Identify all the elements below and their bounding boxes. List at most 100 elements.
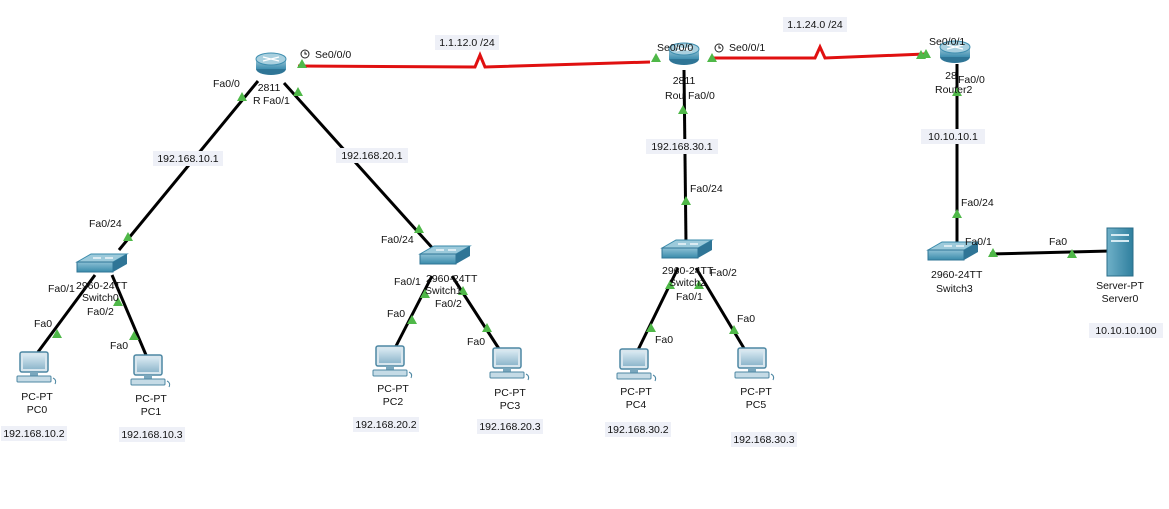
port-status-indicator [293, 87, 303, 96]
pc5-pc-icon[interactable] [734, 347, 775, 381]
pc3-name-label: PC3 [500, 400, 521, 412]
link-r0-sw1[interactable] [282, 81, 438, 254]
port-status-indicator [651, 53, 661, 62]
port-status-indicator [681, 196, 691, 205]
r2-router-icon[interactable] [939, 40, 971, 63]
sw0-switch-icon[interactable] [75, 253, 129, 273]
r0-serial-port-label: Se0/0/0 [315, 49, 351, 61]
pc3-fa0-port-label: Fa0 [467, 336, 485, 348]
pc2-model-label: PC-PT [377, 383, 409, 395]
r1-router-icon[interactable] [668, 42, 700, 65]
ip-label-server0-text: 10.10.10.100 [1095, 325, 1156, 337]
pc0-model-label: PC-PT [21, 391, 53, 403]
sw3-fa01-port-label: Fa0/1 [965, 236, 992, 248]
port-status-indicator [458, 286, 468, 295]
r0-fa00-port-label: Fa0/0 [213, 78, 240, 90]
r2-se001-port-label: Se0/0/1 [929, 36, 965, 48]
port-status-indicator [237, 92, 247, 101]
ip-label-r1-fa00: 192.168.30.1 [646, 139, 718, 154]
port-status-indicator [952, 87, 962, 96]
labels-layer: 2811R2811Rou28Router22960-24TTSwitch0296… [1, 17, 1163, 447]
port-status-indicator [52, 329, 62, 338]
sw0-model-label: 2960-24TT [76, 280, 128, 292]
link-sw2-pc4[interactable] [635, 267, 680, 353]
network-label-r0-r1: 1.1.12.0 /24 [435, 35, 499, 50]
sw1-switch-icon[interactable] [418, 245, 472, 265]
srv0-server-icon[interactable] [1106, 227, 1134, 277]
link-sw2-pc5[interactable] [694, 267, 750, 356]
r1-name-label: Rou [665, 90, 684, 102]
link-sw0-pc1[interactable] [110, 274, 148, 356]
ip-label-r2-fa00: 10.10.10.1 [921, 129, 985, 144]
pc4-model-label: PC-PT [620, 386, 652, 398]
ip-label-pc5-text: 192.168.30.3 [733, 434, 794, 446]
ip-label-pc0-text: 192.168.10.2 [3, 428, 64, 440]
sw2-fa01-port-label: Fa0/1 [676, 291, 703, 303]
pc0-pc-icon[interactable] [16, 351, 57, 385]
port-status-indicator [420, 289, 430, 298]
link-sw1-pc3[interactable] [450, 275, 505, 356]
sw3-model-label: 2960-24TT [931, 269, 983, 281]
devices-layer [16, 40, 1134, 388]
sw2-switch-icon[interactable] [660, 239, 714, 259]
port-status-indicator [414, 224, 424, 233]
ip-label-pc1: 192.168.10.3 [119, 427, 185, 442]
port-status-indicator [729, 325, 739, 334]
sw3-switch-icon[interactable] [926, 241, 980, 261]
serial-link-r1-r2[interactable] [714, 43, 926, 60]
port-status-indicator [407, 315, 417, 324]
pc2-fa0-port-label: Fa0 [387, 308, 405, 320]
sw2-fa024-port-label: Fa0/24 [690, 183, 723, 195]
ip-label-pc5: 192.168.30.3 [731, 432, 797, 447]
pc1-model-label: PC-PT [135, 393, 167, 405]
port-markers [52, 49, 1077, 340]
pc3-model-label: PC-PT [494, 387, 526, 399]
pc0-name-label: PC0 [27, 404, 48, 416]
link-sw1-pc2[interactable] [392, 275, 434, 351]
server0-fa0-port-label: Fa0 [1049, 236, 1067, 248]
port-status-indicator [646, 323, 656, 332]
r1-fa00-port-label: Fa0/0 [688, 90, 715, 102]
r1-se001-port-label: Se0/0/1 [729, 42, 765, 54]
pc1-pc-icon[interactable] [130, 354, 171, 388]
pc4-fa0-port-label: Fa0 [655, 334, 673, 346]
port-status-indicator [482, 323, 492, 332]
sw3-name-label: Switch3 [936, 283, 973, 295]
ip-label-pc4: 192.168.30.2 [605, 422, 671, 437]
sw0-fa024-port-label: Fa0/24 [89, 218, 122, 230]
clock-icon [714, 43, 724, 53]
ip-label-pc4-text: 192.168.30.2 [607, 424, 668, 436]
sw1-fa02-port-label: Fa0/2 [435, 298, 462, 310]
r0-model-label: 2811 [258, 82, 281, 94]
serial-link-r0-r1[interactable] [297, 51, 651, 69]
r0-router-icon[interactable] [255, 52, 287, 75]
sw1-fa01-port-label: Fa0/1 [394, 276, 421, 288]
sw2-fa02-port-label: Fa0/2 [710, 267, 737, 279]
pc1-fa0-port-label: Fa0 [110, 340, 128, 352]
sw1-name-label: Switch1 [425, 285, 462, 297]
link-sw0-pc0[interactable] [36, 274, 97, 353]
link-sw3-server0[interactable] [989, 249, 1111, 256]
link-r1-sw2[interactable] [682, 69, 688, 244]
sw0-fa01-port-label: Fa0/1 [48, 283, 75, 295]
ip-label-pc3-text: 192.168.20.3 [479, 421, 540, 433]
ip-label-server0: 10.10.10.100 [1089, 323, 1163, 338]
pc2-pc-icon[interactable] [372, 345, 413, 379]
ip-label-pc3: 192.168.20.3 [477, 419, 543, 434]
pc3-pc-icon[interactable] [489, 347, 530, 381]
ip-label-r2-fa00-text: 10.10.10.1 [928, 131, 978, 143]
pc5-fa0-port-label: Fa0 [737, 313, 755, 325]
ip-label-r1-fa00-text: 192.168.30.1 [651, 141, 712, 153]
sw1-model-label: 2960-24TT [426, 273, 478, 285]
pc2-name-label: PC2 [383, 396, 404, 408]
port-status-indicator [694, 280, 704, 289]
port-status-indicator [297, 59, 307, 68]
network-label-r1-r2: 1.1.24.0 /24 [783, 17, 847, 32]
network-label-r0-r1-text: 1.1.12.0 /24 [439, 37, 495, 49]
pc1-name-label: PC1 [141, 406, 162, 418]
ip-label-pc1-text: 192.168.10.3 [121, 429, 182, 441]
r2-fa00-port-label: Fa0/0 [958, 74, 985, 86]
pc4-pc-icon[interactable] [616, 348, 657, 382]
sw0-fa02-port-label: Fa0/2 [87, 306, 114, 318]
